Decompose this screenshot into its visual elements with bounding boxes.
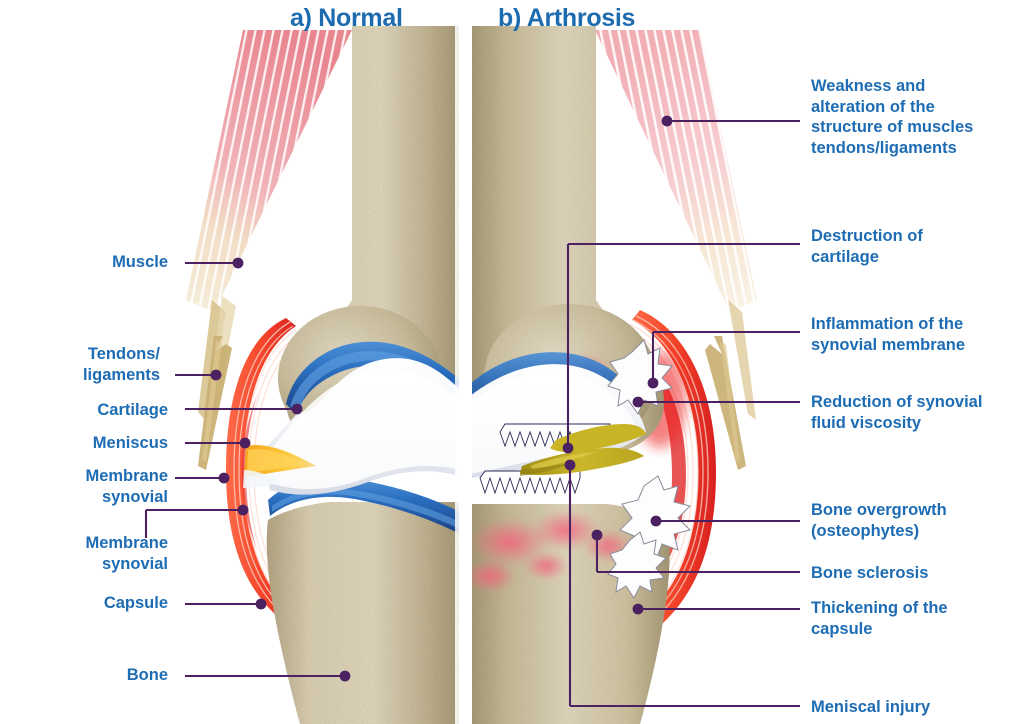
callout-label-bone-overgrowth: Bone overgrowth (osteophytes) (811, 501, 947, 540)
panel-arthrosis-artwork (464, 20, 757, 724)
cartilage-eroded-femoral (470, 352, 640, 418)
callout-label-bone: Bone (126, 666, 168, 684)
joint-space-normal (262, 358, 460, 495)
osteophytes (607, 339, 691, 599)
callout-label-weakness-muscles: Weakness and alteration of the structure… (811, 77, 974, 157)
callout-label-cartilage: Cartilage (97, 401, 168, 419)
bone-inflammation-arthrosis (464, 354, 632, 592)
femur-arthrosis (470, 20, 664, 454)
callout-label-meniscal-injury: Meniscal injury (811, 698, 931, 716)
joint-capsule-arthrosis (620, 310, 716, 638)
cartilage-jagged-edge (499, 423, 611, 448)
muscle-fibers-normal (186, 30, 352, 312)
synovial-membrane-normal (243, 470, 282, 488)
cartilage-tibial-normal (268, 477, 460, 534)
meniscus-damaged (520, 424, 646, 476)
callout-label-muscle: Muscle (112, 253, 168, 271)
panel-title-arthrosis: b) Arthrosis (498, 4, 636, 32)
callout-label-thickening-capsule: Thickening of the capsule (811, 599, 948, 638)
femur-normal (278, 20, 460, 452)
tendon-fibers-normal (198, 296, 236, 420)
muscle-fibers-arthrosis (595, 30, 757, 312)
meniscus-normal (244, 444, 316, 478)
tendon-fibers-arthrosis (728, 300, 756, 420)
callout-label-capsule: Capsule (103, 594, 168, 612)
tibia-normal (266, 502, 460, 724)
callout-label-meniscus: Meniscus (92, 434, 168, 452)
cartilage-jagged-edge-lower (479, 470, 581, 495)
cartilage-femoral-normal (286, 341, 460, 416)
panel-normal-artwork (186, 20, 460, 724)
joint-capsule-normal (226, 318, 305, 626)
callout-label-reduction-synovial-fluid: Reduction of synovial fluid viscosity (811, 393, 983, 432)
callout-label-bone-sclerosis: Bone sclerosis (811, 564, 929, 582)
joint-space-arthrosis (470, 364, 646, 478)
tendon-ligament-arthrosis (705, 336, 746, 470)
callout-label-destruction-cartilage: Destruction of cartilage (811, 227, 923, 266)
callout-label-inflammation-synovial: Inflammation of the synovial membrane (811, 315, 966, 354)
panel-divider (459, 0, 472, 724)
tendon-ligament-normal (198, 336, 232, 470)
callout-label-membrane-synovial-2: Membrane synovial (85, 534, 168, 573)
tibia-arthrosis (470, 504, 670, 724)
callout-label-tendons-ligaments: Tendons/ ligaments (82, 345, 160, 384)
callout-label-membrane-synovial-1: Membrane synovial (85, 467, 168, 506)
panel-title-normal: a) Normal (290, 4, 403, 32)
